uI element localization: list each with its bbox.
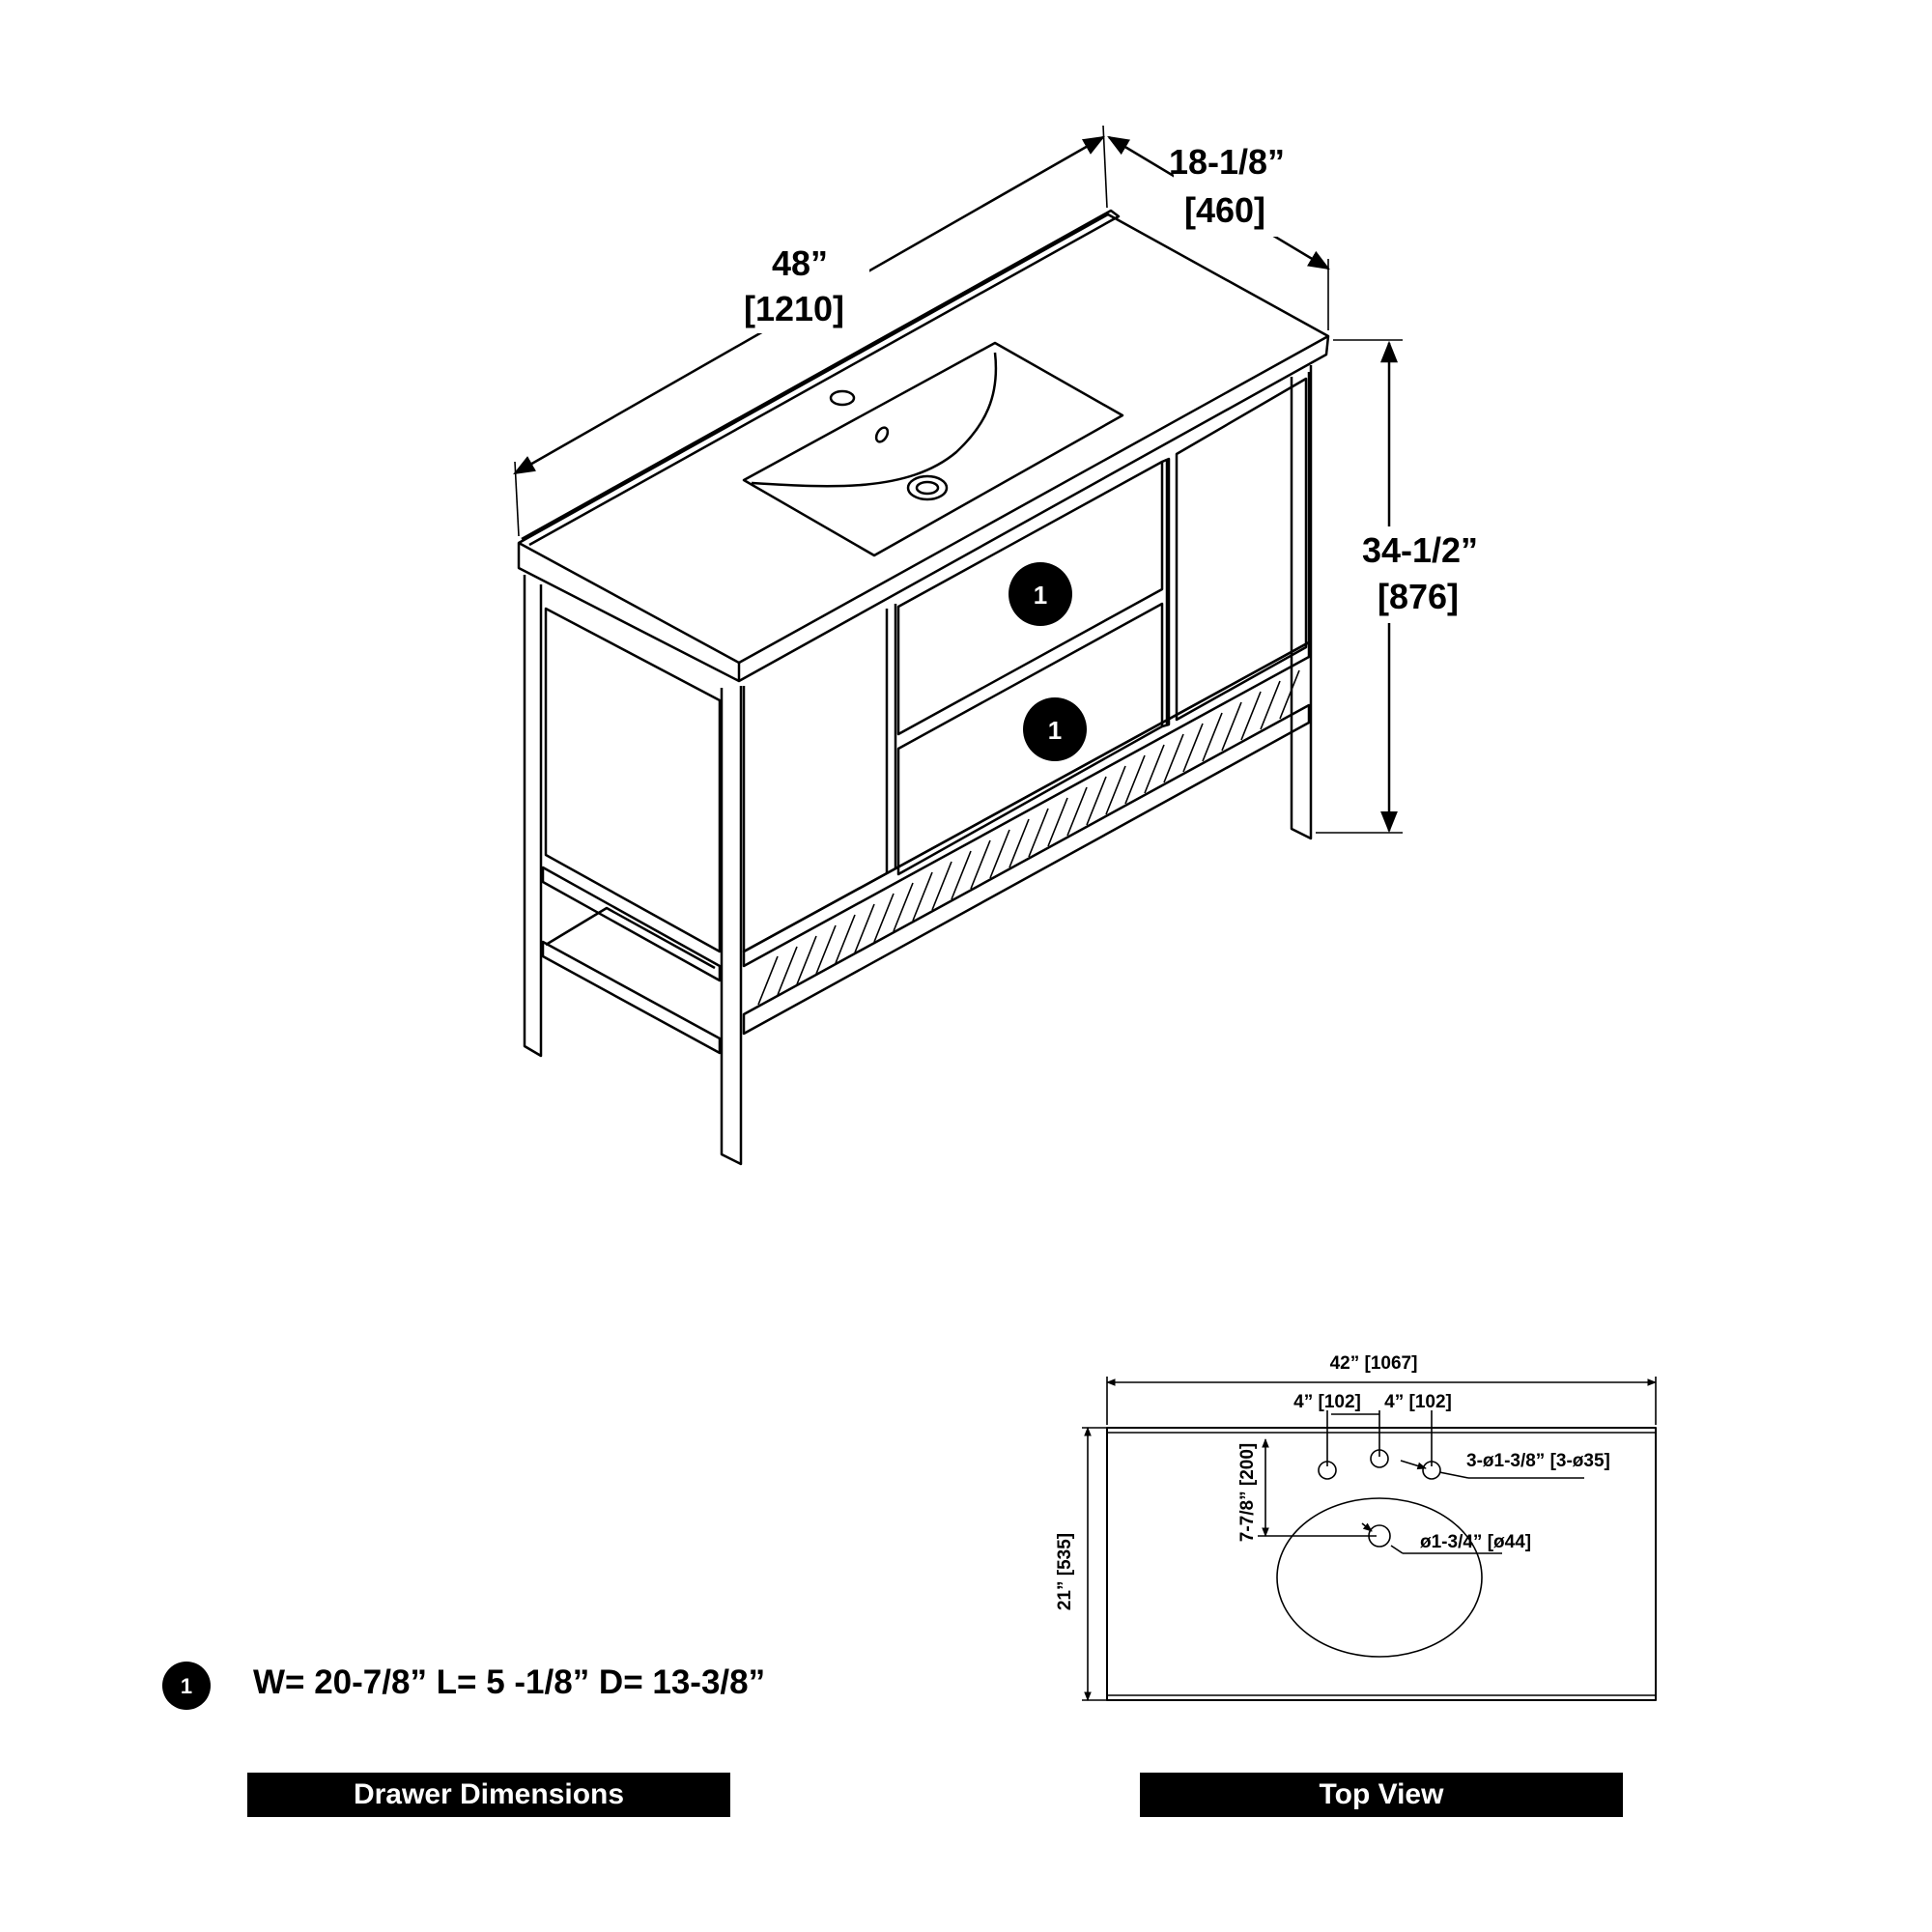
spacing-right-label: 4” [102]	[1384, 1392, 1452, 1412]
drain-icon	[906, 474, 949, 501]
faucet-hole-left-icon	[1318, 1461, 1337, 1480]
svg-text:1: 1	[1034, 581, 1047, 610]
svg-text:1: 1	[1048, 716, 1062, 745]
height-mm-label: [876]	[1378, 577, 1459, 616]
height-label: 34-1/2”	[1362, 530, 1478, 570]
sink-basin	[742, 341, 1124, 557]
overall-depth-label: 21” [535]	[1055, 1533, 1075, 1610]
faucet-hole-right-icon	[1422, 1461, 1441, 1480]
depth-mm-label: [460]	[1184, 190, 1265, 230]
width-label: 48”	[772, 243, 828, 283]
svg-text:1: 1	[181, 1674, 192, 1698]
faucet-hole-center-icon	[1370, 1449, 1389, 1468]
drain-hole-label: ø1-3/4” [ø44]	[1420, 1532, 1531, 1552]
faucet-holes-label: 3-ø1-3/8” [3-ø35]	[1466, 1451, 1610, 1471]
basin-outline	[1276, 1497, 1483, 1658]
countertop-outline	[1106, 1427, 1657, 1701]
drawer-marker-bottom	[1023, 697, 1087, 761]
leg-front-left	[523, 575, 543, 1058]
shelf-slats	[757, 669, 1300, 1006]
overflow-hole-icon	[874, 426, 890, 443]
countertop	[517, 213, 1330, 683]
depth-label: 18-1/8”	[1169, 142, 1285, 182]
side-panel-left	[544, 607, 722, 953]
door-right	[1175, 377, 1308, 722]
drawer-dimensions-caption: Drawer Dimensions	[247, 1773, 730, 1817]
spacing-left-label: 4” [102]	[1293, 1392, 1361, 1412]
top-view-caption: Top View	[1140, 1773, 1623, 1817]
faucet-hole-icon	[829, 389, 856, 407]
bottom-shelf	[742, 703, 1311, 1036]
leg-back-right	[1290, 365, 1313, 840]
drawer-top	[896, 460, 1164, 736]
width-mm-label: [1210]	[744, 289, 844, 328]
leg-front-right	[720, 686, 743, 1166]
overall-width-label: 42” [1067]	[1330, 1353, 1418, 1374]
top-view: 42” [1067] 4” [102] 4” [102] 3-ø1-3/8” […	[1055, 1353, 1657, 1701]
cabinet-front	[742, 372, 1311, 953]
drain-offset-label: 7-7/8” [200]	[1237, 1443, 1258, 1542]
drawer-spec-text: W= 20-7/8” L= 5 -1/8” D= 13-3/8”	[253, 1663, 766, 1701]
drawer-spec-marker	[162, 1662, 211, 1710]
vanity-isometric: 48” [1210] 18-1/8” [460] 34-1/2” [876] 1…	[513, 125, 1492, 1166]
drawer-marker-top	[1009, 562, 1072, 626]
